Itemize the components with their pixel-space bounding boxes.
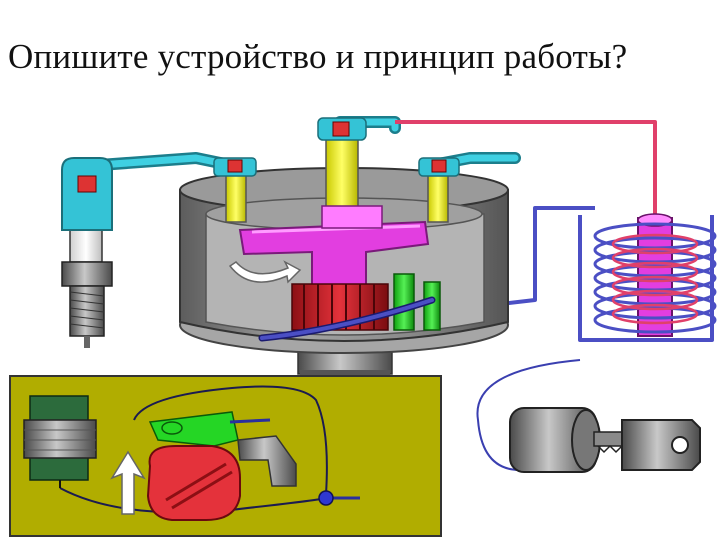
contact-bracket	[237, 435, 297, 487]
lock-wire	[476, 359, 581, 471]
rotation-arrow-icon	[110, 450, 146, 515]
panel-cam	[146, 445, 241, 521]
condenser-icon	[23, 395, 97, 488]
plug-terminal	[77, 175, 97, 193]
slide-title: Опишите устройство и принцип работы?	[8, 37, 628, 76]
panel-terminal	[318, 490, 334, 506]
plug-boot	[61, 157, 113, 231]
ignition-lock-icon	[509, 407, 601, 473]
breaker-icon	[148, 411, 271, 447]
key-icon	[593, 419, 701, 471]
ignition-coil-icon	[593, 213, 717, 337]
rotation-arrow-icon	[228, 260, 302, 284]
rotor-icon	[238, 205, 430, 296]
breaker-points	[393, 273, 441, 331]
